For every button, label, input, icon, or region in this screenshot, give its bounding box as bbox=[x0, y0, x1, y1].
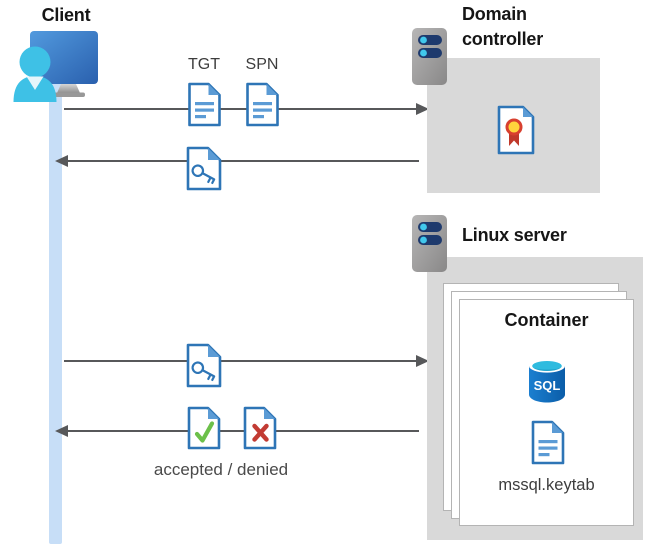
key-ticket-document-icon bbox=[186, 343, 222, 388]
arrowhead-right-icon bbox=[416, 355, 429, 367]
arrow-client-to-dc bbox=[64, 103, 429, 115]
linux-server-label: Linux server bbox=[462, 225, 567, 245]
tgt-ticket-document-icon bbox=[188, 82, 221, 127]
client-label: Client bbox=[41, 5, 91, 25]
arrow-dc-to-client bbox=[55, 155, 419, 167]
arrowhead-right-icon bbox=[416, 103, 429, 115]
arrowhead-left-icon bbox=[55, 425, 68, 437]
arrow-client-to-linux bbox=[64, 355, 429, 367]
client-lifeline bbox=[49, 84, 62, 544]
sql-badge-text: SQL bbox=[534, 378, 561, 393]
client-computer-user-icon bbox=[13, 31, 98, 102]
keytab-label: mssql.keytab bbox=[498, 476, 595, 494]
arrow-linux-to-client bbox=[55, 425, 419, 437]
container-label: Container bbox=[504, 310, 589, 330]
domain-controller-label: Domain controller bbox=[462, 4, 544, 49]
accepted-denied-label: accepted / denied bbox=[153, 460, 289, 479]
certificate-icon bbox=[497, 105, 535, 155]
tgt-label: TGT bbox=[188, 56, 220, 73]
key-ticket-document-icon bbox=[186, 146, 222, 191]
accepted-check-document-icon bbox=[187, 406, 221, 450]
container-card: Container SQL mssql.keytab bbox=[459, 299, 634, 526]
sql-database-icon: SQL bbox=[529, 359, 565, 403]
domain-controller-server-icon bbox=[412, 28, 447, 85]
keytab-file-icon bbox=[531, 420, 565, 465]
arrowhead-left-icon bbox=[55, 155, 68, 167]
spn-ticket-document-icon bbox=[246, 82, 279, 127]
denied-x-document-icon bbox=[243, 406, 277, 450]
linux-server-icon bbox=[412, 215, 447, 272]
spn-label: SPN bbox=[245, 56, 279, 73]
